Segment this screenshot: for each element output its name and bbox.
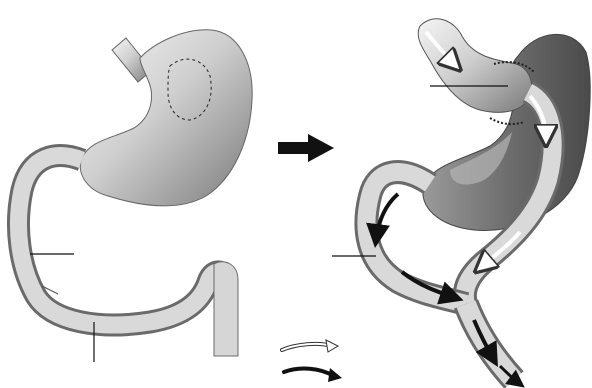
bypass-anatomy (332, 19, 590, 384)
gastric-pouch (418, 19, 531, 113)
black-arrow-icon (284, 368, 342, 382)
white-arrow-icon (282, 340, 338, 352)
stomach (80, 30, 252, 206)
normal-anatomy (18, 30, 252, 362)
intestine-loop-end (214, 262, 238, 356)
right-arrow-icon (278, 134, 334, 162)
